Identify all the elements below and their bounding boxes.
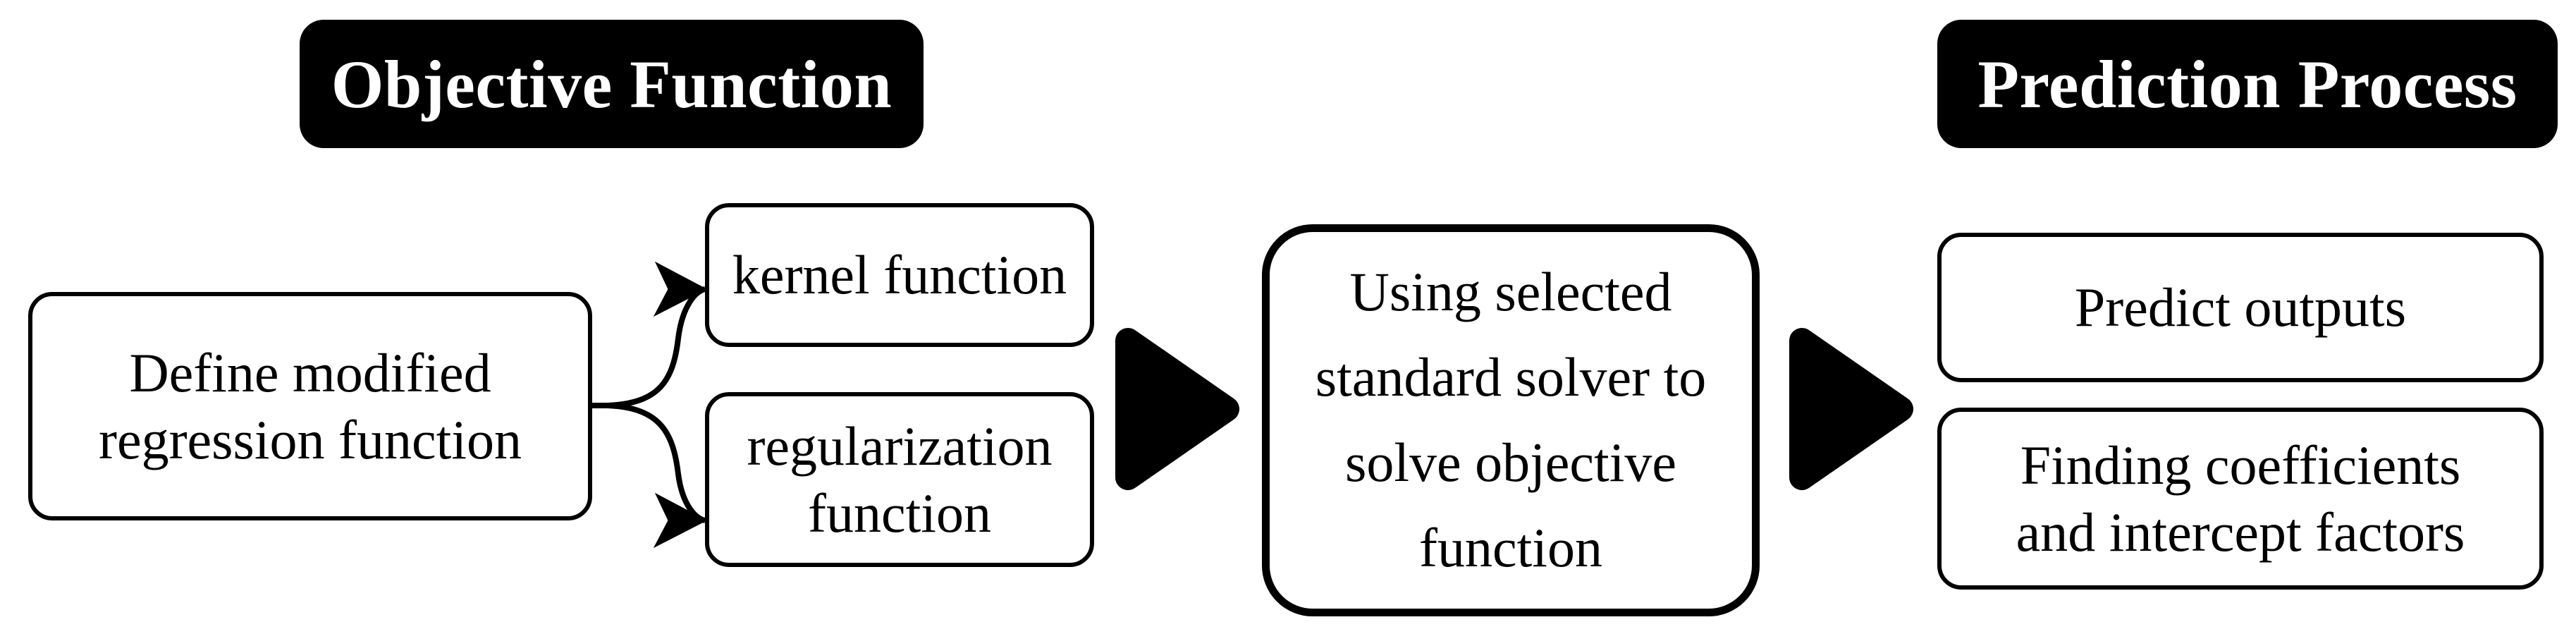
process-box-solver: Using selected standard solver to solve … [1262, 224, 1760, 616]
process-box-define-regression: Define modified regression function [28, 292, 592, 520]
process-box-predict-outputs-text: Predict outputs [2065, 274, 2416, 341]
process-box-regularization-function-text: regularization function [737, 413, 1062, 547]
process-box-solver-text: Using selected standard solver to solve … [1306, 250, 1717, 591]
section-badge-objective-function-label: Objective Function [331, 46, 893, 122]
connector-define-to-regularization [607, 403, 706, 523]
connector-define-to-kernel [607, 286, 706, 408]
text-line: and intercept factors [2016, 501, 2465, 563]
text-line: Predict outputs [2074, 276, 2407, 339]
text-line: function [808, 482, 991, 544]
text-line: Using selected [1349, 261, 1672, 323]
block-arrow-objective-to-solver-icon [1115, 328, 1239, 490]
process-box-regularization-function: regularization function [705, 392, 1094, 567]
text-line: regularization [747, 415, 1053, 477]
process-box-kernel-function: kernel function [705, 203, 1094, 347]
section-badge-prediction-process-label: Prediction Process [1977, 46, 2517, 122]
section-badge-prediction-process: Prediction Process [1937, 20, 2558, 148]
process-box-kernel-function-text: kernel function [723, 241, 1077, 308]
text-line: kernel function [732, 244, 1067, 306]
text-line: regression function [98, 409, 522, 470]
section-badge-objective-function: Objective Function [300, 20, 924, 148]
text-line: Define modified [129, 341, 491, 403]
text-line: function [1419, 516, 1602, 578]
text-line: solve objective [1344, 432, 1677, 493]
text-line: Finding coefficients [2020, 434, 2461, 496]
process-box-define-regression-text: Define modified regression function [89, 339, 532, 473]
process-box-find-coefficients: Finding coefficients and intercept facto… [1937, 408, 2544, 590]
process-box-predict-outputs: Predict outputs [1937, 233, 2544, 382]
text-line: standard solver to [1315, 346, 1707, 408]
process-box-find-coefficients-text: Finding coefficients and intercept facto… [2006, 432, 2475, 566]
arrowhead-kernel-icon [653, 261, 708, 317]
block-arrow-solver-to-prediction-icon [1789, 328, 1913, 490]
arrowhead-regularization-icon [653, 492, 708, 549]
